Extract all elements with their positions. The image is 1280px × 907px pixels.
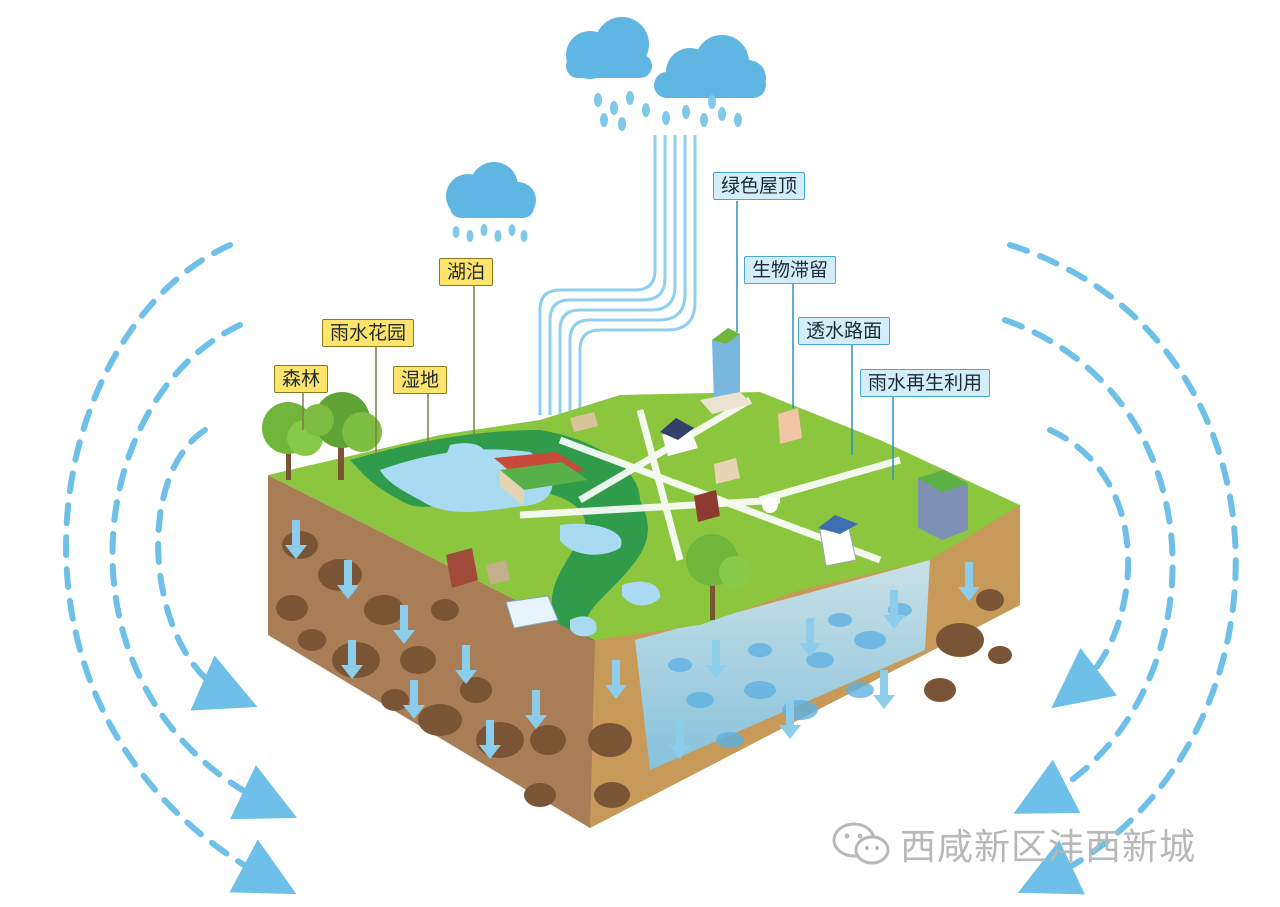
cloud-large-icon [566,17,766,131]
label-bioretention: 生物滞留 [744,256,837,284]
water-cycle-arrows-right [1002,242,1239,895]
label-permeable-pavement: 透水路面 [798,317,891,345]
leader-lines-blue [736,201,894,480]
groundwater-reservoir [635,560,930,770]
church [660,418,698,456]
leader-lines [302,286,475,455]
land-surface [268,392,1020,640]
hospital [818,515,858,567]
label-wetland: 湿地 [393,366,448,394]
forest-trees [262,392,382,480]
stadium [494,452,588,506]
small-houses [446,408,802,629]
riverside-trees [686,534,751,620]
label-forest: 森林 [274,365,329,393]
water-cycle-arrows-left [63,242,298,895]
label-rainwater-reuse: 雨水再生利用 [860,369,991,397]
watermark-text: 西咸新区沣西新城 [900,827,1197,868]
cloud-small-icon [446,162,536,242]
office-building [918,470,968,540]
wechat-icon [832,822,890,865]
label-green-roof: 绿色屋顶 [713,172,806,200]
label-rain-garden: 雨水花园 [322,319,415,347]
rain-stream [538,135,697,415]
green-roof-tower [700,328,752,414]
label-lake: 湖泊 [439,258,494,286]
watermark: 西咸新区沣西新城 [832,818,1196,870]
infiltration-arrows [285,520,980,759]
